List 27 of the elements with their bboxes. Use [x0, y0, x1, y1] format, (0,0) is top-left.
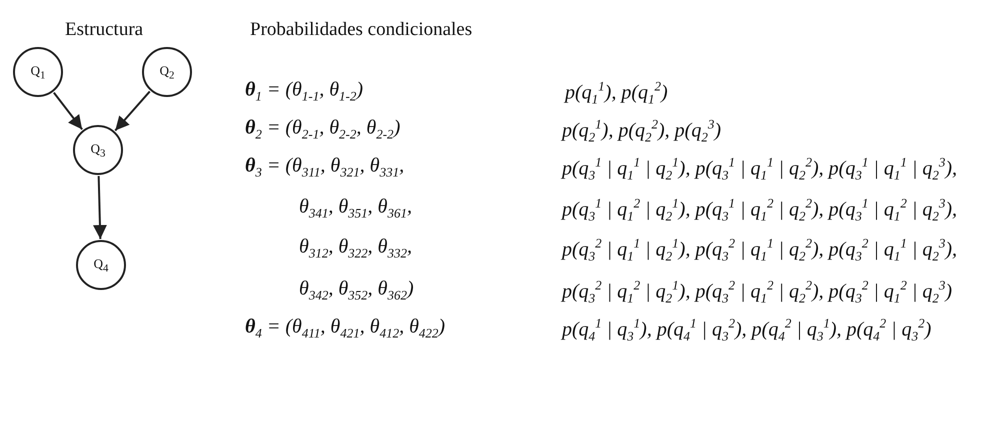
probability-formula: p(q$_{3}$$^{2}$ | q$_{1}$$^{2}$ | q$_{2}$$^{1}$), p(q$_{3}$$^{2}$ | q$_{1}$$^{2}$ | q$_{2}$$^{2}$), p(q$_{3}$$^{2}$ | q$_{1}$$^{2}$ | q$_{2}$$^{3}$): [562, 276, 952, 308]
parameter-formula: θ$_{4}$ = (θ$_{411}$, θ$_{421}$, θ$_{412}$, θ$_{422}$): [245, 314, 446, 342]
node-circle: [142, 47, 192, 97]
parameter-formula: θ$_{1}$ = (θ$_{1-1}$, θ$_{1-2}$): [245, 78, 364, 106]
node-label: Q$_{4}$: [94, 256, 108, 274]
arrow: [53, 92, 83, 130]
node-label: Q$_{3}$: [90, 140, 106, 160]
arrow: [92, 176, 107, 240]
parameter-formula: θ$_{342}$, θ$_{352}$, θ$_{362}$): [299, 276, 414, 304]
node-label: Q$_{2}$: [160, 62, 174, 82]
parameter-formula: θ$_{341}$, θ$_{351}$, θ$_{361}$,: [299, 194, 412, 222]
probability-formula: p(q$_{3}$$^{2}$ | q$_{1}$$^{1}$ | q$_{2}$$^{1}$), p(q$_{3}$$^{2}$ | q$_{1}$$^{1}$ | q$_{2}$$^{2}$), p(q$_{3}$$^{2}$ | q$_{1}$$^{1}$ | q$_{2}$$^{3}$),: [562, 234, 957, 266]
parameter-formula: θ$_{312}$, θ$_{322}$, θ$_{332}$,: [299, 234, 412, 262]
node-circle: [73, 125, 123, 175]
column-heading: Probabilidades condicionales: [250, 18, 472, 42]
probability-formula: p(q$_{1}$$^{1}$), p(q$_{1}$$^{2}$): [565, 78, 668, 108]
probability-formula: p(q$_{3}$$^{1}$ | q$_{1}$$^{2}$ | q$_{2}$$^{1}$), p(q$_{3}$$^{1}$ | q$_{1}$$^{2}$ | q$_{2}$$^{2}$), p(q$_{3}$$^{1}$ | q$_{1}$$^{2}$ | q$_{2}$$^{3}$),: [562, 194, 957, 226]
column-heading: Estructura: [65, 18, 144, 42]
node-circle: [76, 240, 126, 290]
probability-formula: p(q$_{4}$$^{1}$ | q$_{3}$$^{1}$), p(q$_{4}$$^{1}$ | q$_{3}$$^{2}$), p(q$_{4}$$^{2}$ | q$_{3}$$^{1}$), p(q$_{4}$$^{2}$ | q$_{3}$$^{2}$): [562, 314, 932, 346]
parameter-formula: θ$_{3}$ = (θ$_{311}$, θ$_{321}$, θ$_{331}$,: [245, 154, 404, 182]
node-circle: [13, 47, 63, 97]
probability-formula: p(q$_{2}$$^{1}$), p(q$_{2}$$^{2}$), p(q$_{2}$$^{3}$): [562, 116, 721, 146]
probability-formula: p(q$_{3}$$^{1}$ | q$_{1}$$^{1}$ | q$_{2}$$^{1}$), p(q$_{3}$$^{1}$ | q$_{1}$$^{1}$ | q$_{2}$$^{2}$), p(q$_{3}$$^{1}$ | q$_{1}$$^{1}$ | q$_{2}$$^{3}$),: [562, 154, 957, 184]
node-label: Q$_{1}$: [30, 62, 46, 82]
arrow: [114, 90, 151, 132]
parameter-formula: θ$_{2}$ = (θ$_{2-1}$, θ$_{2-2}$, θ$_{2-2}$): [245, 116, 400, 144]
